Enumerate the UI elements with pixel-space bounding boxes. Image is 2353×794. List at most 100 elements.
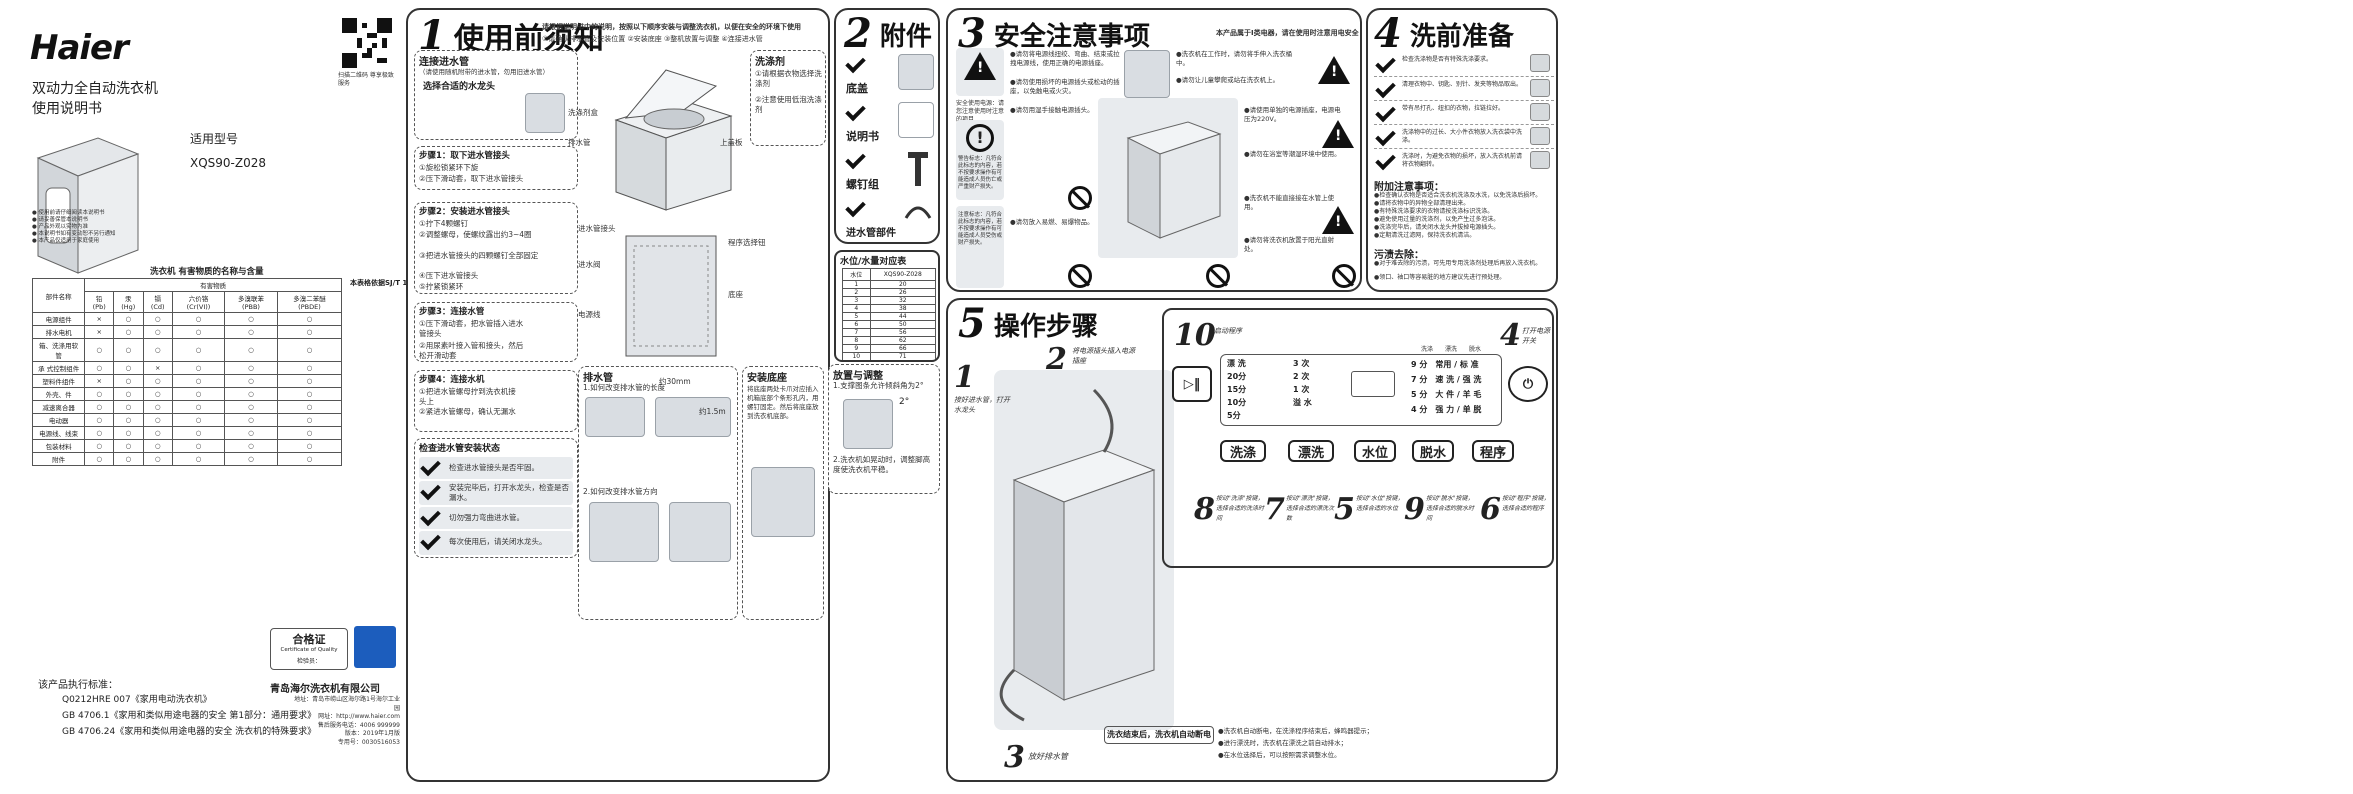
- cover-notes: ● 使用前请仔细阅读本说明书 ● 请妥善保管本说明书 ● 产品外观以实物为准 ●…: [32, 210, 152, 245]
- table-cell: ○: [171, 387, 226, 401]
- op-note: ●在水位选择后，可以按照需求调整水位。: [1218, 751, 1341, 759]
- drain-dim: 约30mm: [659, 377, 691, 386]
- part-label: 电源线: [578, 310, 601, 319]
- table-header: XQS90-Z028: [869, 268, 937, 281]
- clothes-icon: [1530, 151, 1550, 169]
- drain-step: 1.如何改变排水管的长度: [583, 383, 666, 392]
- appendix-line: ●有特殊洗涤要求的衣物请按洗涤标识洗涤。: [1374, 208, 1494, 215]
- table-cell: 26: [869, 288, 937, 297]
- address-line: 版本：2019年1月版: [344, 730, 400, 737]
- detergent-line: ①请根据衣物选择洗涤剂: [755, 69, 822, 88]
- step-number: 1: [954, 360, 975, 395]
- table-cell: ○: [84, 426, 114, 440]
- drain-length-illustration: [585, 397, 645, 437]
- panel-indicator-row: 4 分强 力 / 单 脱: [1411, 402, 1481, 417]
- table-cell: 66: [869, 344, 937, 353]
- check-icon: [419, 457, 443, 477]
- water-level-button[interactable]: 水位: [1354, 440, 1396, 462]
- table-cell: ○: [113, 413, 144, 427]
- hazard-table-title: 洗衣机 有害物质的名称与含量: [150, 267, 264, 277]
- appendix-line: ●定期清洗过滤网，保持洗衣机清洁。: [1374, 232, 1476, 239]
- panel-indicator: 10分: [1227, 398, 1247, 407]
- check-icon: [1374, 103, 1398, 123]
- step-line: ①压下滑动套，把水管插入进水管接头: [419, 319, 524, 338]
- section-number: 4: [1374, 10, 1402, 57]
- program-button[interactable]: 程序: [1472, 440, 1514, 462]
- base-box: 安装底座 将底座两处卡爪对应插入机箱底部个条形孔内，用螺钉固定。然后将底座放到洗…: [742, 366, 824, 620]
- accessory-label: 螺钉组: [846, 178, 879, 191]
- table-cell: ○: [171, 413, 226, 427]
- warning-icon: !: [1322, 120, 1354, 148]
- appendix-line: ●请将衣物中的异物全部清理出来。: [1374, 200, 1470, 207]
- table-cell: ○: [142, 338, 173, 362]
- prep-text: 带有吊打孔、纽扣的衣物，拉链拉好。: [1402, 105, 1505, 112]
- drain-direction-illustration: [589, 502, 659, 562]
- step-line: ③把进水管接头的四颗螺钉全部固定: [419, 251, 539, 260]
- product-name: 双动力全自动洗衣机: [32, 81, 158, 97]
- table-header: 有害物质: [84, 278, 342, 292]
- level-title: 水位/水量对应表: [840, 257, 907, 267]
- table-cell: 3: [842, 296, 871, 305]
- accessory-label: 底盖: [846, 82, 868, 95]
- part-label: 程序选择钮: [728, 238, 766, 247]
- table-cell: ○: [142, 387, 173, 401]
- table-cell: 排水电机: [31, 325, 86, 339]
- detergent-box: 洗涤剂 ①请根据衣物选择洗涤剂 ②注意使用低泡洗涤剂: [750, 50, 826, 146]
- table-cell: 10: [842, 352, 871, 360]
- wash-button[interactable]: 洗涤: [1220, 440, 1266, 462]
- table-header: 镉 (Cd): [142, 291, 173, 313]
- caution-text: ●请勿用湿手接触电源插头。: [1010, 106, 1094, 114]
- appendix-line: ●检查确认衣物是否适合洗衣机洗涤及水洗，以免洗涤后损坏。: [1374, 192, 1542, 199]
- check-icon: [844, 54, 868, 74]
- op-step: 7 按动"漂洗"按键，选择合适的漂洗次数: [1264, 492, 1334, 527]
- accessory-item: 螺钉组: [844, 150, 936, 194]
- check-icon: [844, 150, 868, 170]
- check-icon: [419, 481, 443, 501]
- rinse-button[interactable]: 漂洗: [1288, 440, 1334, 462]
- drain-step: 2.如何改变排水管方向: [583, 487, 658, 496]
- section-safety: 3 安全注意事项 本产品属于Ⅰ类电器，请在使用时注意用电安全 ! 安全使用电源：…: [946, 8, 1362, 292]
- spin-button[interactable]: 脱水: [1412, 440, 1454, 462]
- part-label: 进水阀: [578, 260, 601, 269]
- table-cell: ×: [84, 325, 114, 339]
- spin-time: 9 分: [1411, 360, 1428, 369]
- address-line: 地址：青岛市崂山区海尔路1号海尔工业园: [294, 696, 400, 712]
- check-icon: [844, 102, 868, 122]
- part-label: 洗涤剂盒: [568, 108, 598, 117]
- table-cell: 20: [869, 280, 937, 289]
- prohibited-icon: [1206, 264, 1230, 288]
- step-line: ②紧进水管螺母，确认无漏水: [419, 407, 516, 416]
- drain-height-illustration: [655, 397, 731, 437]
- check-row: 切勿强力弯曲进水管。: [419, 507, 573, 529]
- table-row: 排水电机×○○○○○: [31, 325, 343, 339]
- table-cell: ○: [113, 387, 144, 401]
- power-button[interactable]: ⏻: [1508, 366, 1548, 402]
- prohibited-icon: [1332, 264, 1356, 288]
- step-number: 9: [1404, 492, 1425, 527]
- section4-title: 4 洗前准备: [1374, 14, 1514, 54]
- section-number: 3: [958, 10, 986, 57]
- panel-indicator-row: 9 分常用 / 标 准: [1411, 357, 1481, 372]
- table-cell: 7: [842, 328, 871, 337]
- table-header: 汞 (Hg): [113, 291, 144, 313]
- table-cell: 71: [869, 352, 937, 360]
- prep-item: 检查洗涤物是否有特殊洗涤要求。: [1374, 52, 1554, 74]
- operation-washer-illustration: [994, 370, 1174, 730]
- panel-indicator: 5分: [1227, 411, 1241, 420]
- table-row: 电源组件×○○○○○: [31, 312, 343, 326]
- check-icon: [1374, 54, 1398, 74]
- op-note: ●洗衣机自动断电，在洗涤程序结束后，蜂鸣器提示；: [1218, 727, 1374, 735]
- table-cell: 外壳、件: [31, 387, 86, 401]
- step-number: 10: [1174, 318, 1216, 353]
- table-cell: ○: [84, 400, 114, 414]
- table-cell: 38: [869, 304, 937, 313]
- start-pause-button[interactable]: ▷‖: [1172, 366, 1212, 402]
- note-line: ● 本说明书如有变动恕不另行通知: [32, 231, 116, 237]
- table-cell: ×: [84, 312, 114, 326]
- step-line: ④压下进水管接头: [419, 271, 479, 280]
